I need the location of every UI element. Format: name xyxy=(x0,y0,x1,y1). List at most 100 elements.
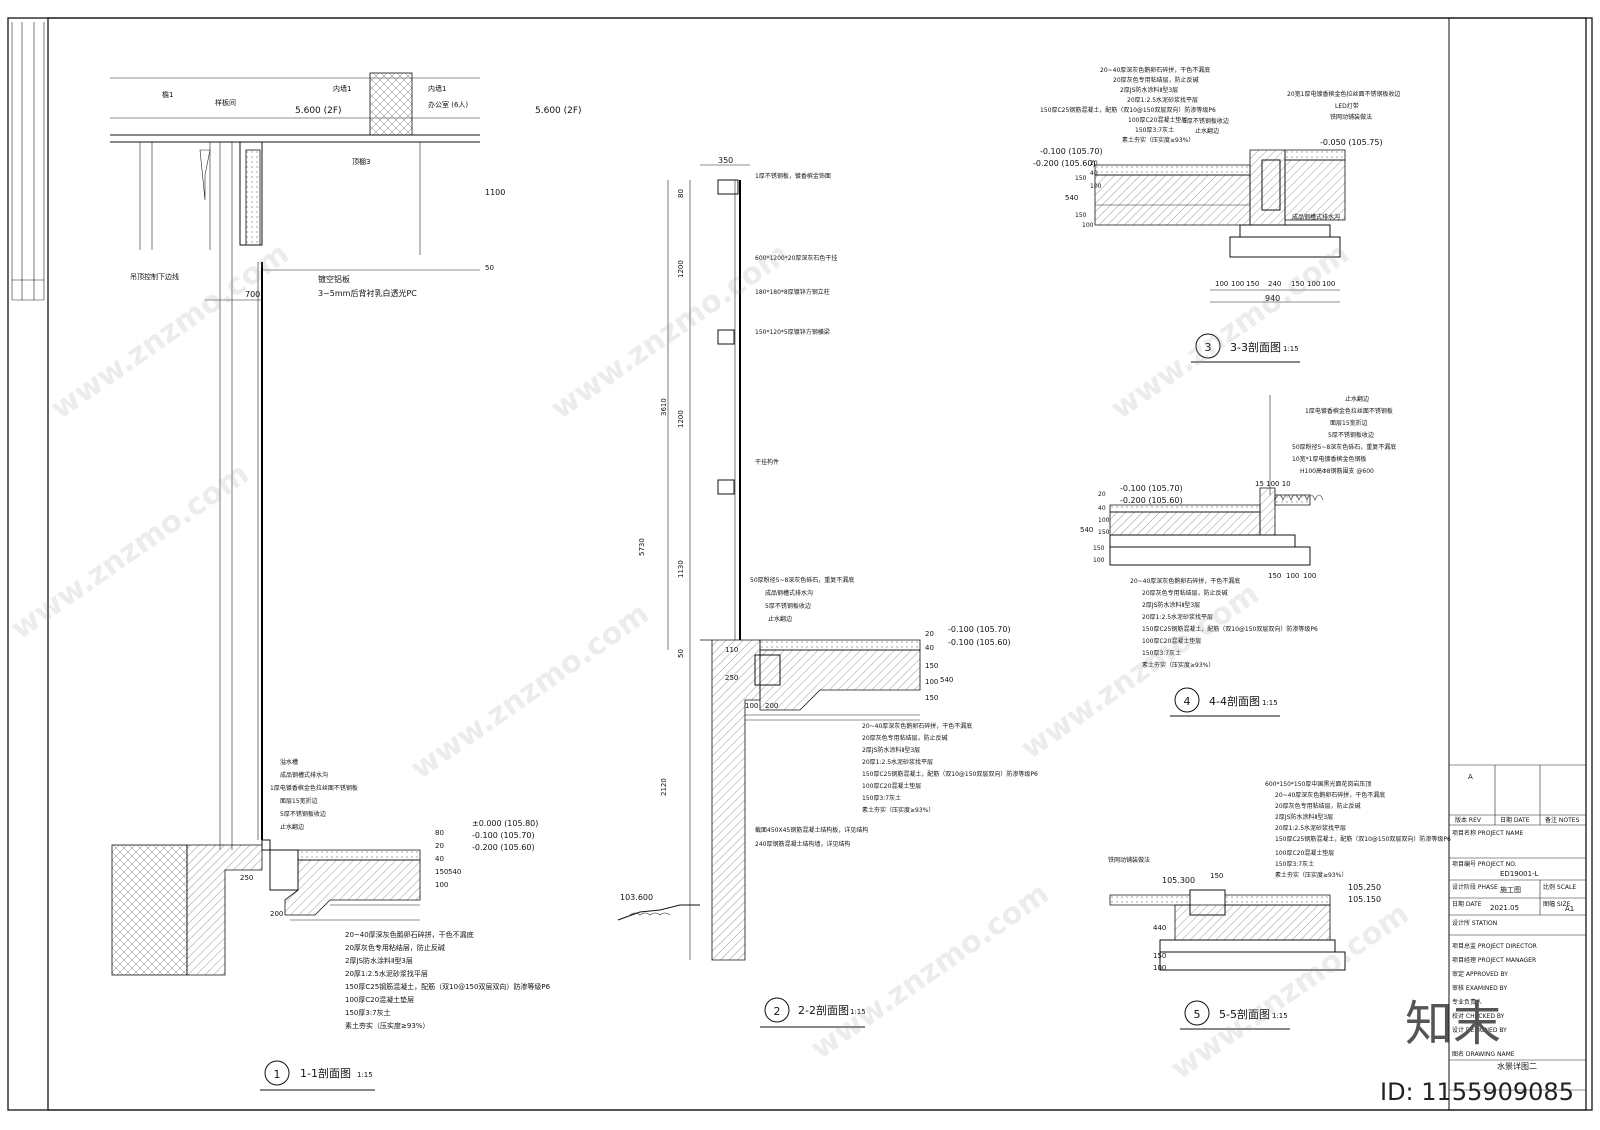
s5-elev-1: 105.250 xyxy=(1348,883,1381,892)
s1-elev-1: -0.100 (105.70) xyxy=(472,831,535,840)
s2-v-3: 1130 xyxy=(677,560,685,578)
s3-layer-2: 2厚JS防水涂料Ⅱ型3层 xyxy=(1120,86,1178,94)
s2-note-6: 成品钢槽式排水沟 xyxy=(765,589,813,597)
s4-num: 4 xyxy=(1184,695,1191,708)
tb-role-2: 审定 APPROVED BY xyxy=(1452,970,1508,978)
s1-layer-0: 20~40厚深灰色鹅卵石碎拼，干色不漏底 xyxy=(345,930,474,939)
s3-rnote-0: 20宽1厚电镀香槟金色拉丝面不锈钢板收边 xyxy=(1287,90,1400,98)
s1-v-6: 250 xyxy=(240,874,253,882)
s1-layer-7: 素土夯实（压实度≥93%） xyxy=(345,1021,429,1030)
s1-v-5: 100 xyxy=(435,881,448,889)
s3-layer-6: 150厚3:7灰土 xyxy=(1135,126,1174,134)
s3-v-2: 100 xyxy=(1090,183,1102,190)
s2-v-5: 5730 xyxy=(638,538,646,556)
s3-h-5: 100 xyxy=(1307,280,1320,288)
s2-layer-4: 150厚C25钢筋混凝土，配筋（双10@150双层双向）防渗等级P6 xyxy=(862,770,1038,778)
s1-rnote-0: 溢水槽 xyxy=(280,758,298,766)
s2-v-0: 80 xyxy=(677,189,685,198)
s2-layer-5: 100厚C20混凝土垫层 xyxy=(862,782,921,790)
s2-elev-0: -0.100 (105.70) xyxy=(948,625,1011,634)
s3-rnote-1: LED灯带 xyxy=(1335,102,1359,110)
s1-layer-1: 20厚灰色专用粘结层，防止反碱 xyxy=(345,943,445,952)
s4-layer-7: 素土夯实（压实度≥93%） xyxy=(1142,661,1214,669)
s2-title-circle xyxy=(764,997,790,1023)
s2-note-2: 180*180*8厚镀锌方钢立柱 xyxy=(755,288,830,296)
s2-note-0: 1厚不锈钢板，镀香槟金饰面 xyxy=(755,172,831,180)
s5-title-circle xyxy=(1184,1000,1210,1026)
s3-labels: 20~40厚深灰色鹅卵石碎拼，干色不漏底 20厚灰色专用粘结层，防止反碱 2厚J… xyxy=(1033,66,1400,303)
s3-layer-5: 100厚C20混凝土垫层 xyxy=(1128,116,1187,124)
s2-layer-0: 20~40厚深灰色鹅卵石碎拼，干色不漏底 xyxy=(862,722,972,730)
s5-layer-6: 100厚C20混凝土垫层 xyxy=(1275,849,1334,857)
watermark-6: www.znzmo.com xyxy=(1015,576,1266,766)
tb-project-no: ED19001-L xyxy=(1500,870,1539,878)
s3-h-0: 100 xyxy=(1215,280,1228,288)
s4-layer-2: 2厚JS防水涂料Ⅱ型3层 xyxy=(1142,601,1200,609)
s3-h-2: 150 xyxy=(1246,280,1259,288)
s4-rnote-5: 10宽*1厚电镀香槟金色钢板 xyxy=(1292,455,1366,463)
s1-rnote-4: 5厚不锈钢板收边 xyxy=(280,810,326,818)
s1-rnote-5: 止水翻边 xyxy=(280,823,304,831)
s1-layer-4: 150厚C25钢筋混凝土，配筋（双10@150双层双向）防渗等级P6 xyxy=(345,982,551,991)
s2-v-4: 3610 xyxy=(660,398,668,416)
s3-v-4: 540 xyxy=(1065,194,1078,202)
s3-h-4: 150 xyxy=(1291,280,1304,288)
s1-rnote-3: 面层15宽折边 xyxy=(280,797,318,805)
s4-layer-5: 100厚C20混凝土垫层 xyxy=(1142,637,1201,645)
s4-layer-3: 20厚1:2.5水泥砂浆找平层 xyxy=(1142,613,1213,621)
s4-v-1: 40 xyxy=(1098,505,1106,512)
s1-elev-0: ±0.000 (105.80) xyxy=(472,819,538,828)
s4-layer-1: 20厚灰色专用粘结层，防止反碱 xyxy=(1142,589,1228,597)
s4-rnote-1: 1厚电镀香槟金色拉丝面不锈钢板 xyxy=(1305,407,1393,415)
s5-layer-8: 素土夯实（压实度≥93%） xyxy=(1275,871,1347,879)
s2-layer-2: 2厚JS防水涂料Ⅱ型3层 xyxy=(862,746,920,754)
tb-size-label: 图幅 SIZE xyxy=(1543,900,1571,908)
s3-v-6: 100 xyxy=(1082,222,1094,229)
tb-station: 设计所 STATION xyxy=(1452,919,1497,927)
s4-small: 15 100 10 xyxy=(1255,480,1291,488)
s3-v-5: 150 xyxy=(1075,212,1087,219)
watermark-2: www.znzmo.com xyxy=(5,456,256,646)
s2-bnote-0: 截面450X45钢筋混凝土结构板，详见结构 xyxy=(755,826,868,834)
tb-role-6: 设计 DESIGNED BY xyxy=(1452,1026,1507,1034)
s1-top-4: 办公室 (6人) xyxy=(428,100,468,109)
left-revision-strip xyxy=(11,22,45,301)
s2-layer-1: 20厚灰色专用粘结层，防止反碱 xyxy=(862,734,948,742)
s2-num: 2 xyxy=(774,1005,781,1018)
s2-r-3: 100 xyxy=(925,678,938,686)
s4-v-5: 150 xyxy=(1093,545,1105,552)
s3-v-0: 20 xyxy=(1090,160,1098,167)
s1-dim-1100: 1100 xyxy=(485,188,505,197)
s1-layer-3: 20厚1:2.5水泥砂浆找平层 xyxy=(345,969,428,978)
tb-role-4: 专业负责人 xyxy=(1452,998,1482,1006)
s3-mnote-0: 5厚不锈钢板收边 xyxy=(1183,117,1229,125)
tb-drawing-name: 水景详图二 xyxy=(1497,1061,1537,1071)
s3-layer-3: 20厚1:2.5水泥砂浆找平层 xyxy=(1127,96,1198,104)
s4-v-4: 540 xyxy=(1080,526,1093,534)
s1-top-2: 内墙1 xyxy=(333,84,351,93)
s1-side-2: 3~5mm后背衬乳白透光PC xyxy=(318,288,417,298)
s1-v-0: 80 xyxy=(435,829,444,837)
s4-rnote-2: 面层15宽折边 xyxy=(1330,419,1368,427)
s1-top-1: 样板间 xyxy=(215,98,236,107)
s5-layer-5: 150厚C25钢筋混凝土，配筋（双10@150双层双向）防渗等级P6 xyxy=(1275,835,1451,843)
tb-project-no-label: 项目编号 PROJECT NO. xyxy=(1452,860,1517,868)
s2-note-3: 150*120*5厚镀锌方钢横梁 xyxy=(755,328,830,336)
s1-dim-50: 50 xyxy=(485,264,494,272)
s5-layer-0: 600*150*150厚中国黑光面花岗岩压顶 xyxy=(1265,780,1371,788)
s3-layer-1: 20厚灰色专用粘结层，防止反碱 xyxy=(1113,76,1199,84)
s2-ground: 103.600 xyxy=(620,893,653,902)
titleblock-labels: A 版本 REV 日期 DATE 备注 NOTES 项目名称 PROJECT N… xyxy=(1452,773,1580,1071)
s2-r-1: 40 xyxy=(925,644,934,652)
s5-layer-2: 20厚灰色专用粘结层，防止反碱 xyxy=(1275,802,1361,810)
s1-ground-block xyxy=(111,844,188,976)
titleblock xyxy=(1449,764,1586,1091)
s2-r-2: 150 xyxy=(925,662,938,670)
s2-note-4: 干挂构件 xyxy=(755,458,779,466)
s3-title-circle xyxy=(1195,333,1221,359)
s5-dim-3: 100 xyxy=(1153,964,1166,972)
section-3: 3 3-3剖面图 1:15 xyxy=(1094,149,1346,363)
s5-layer-7: 150厚3:7灰土 xyxy=(1275,860,1314,868)
s1-layer-5: 100厚C20混凝土垫层 xyxy=(345,995,414,1004)
s5-dim-0: 150 xyxy=(1210,872,1223,880)
